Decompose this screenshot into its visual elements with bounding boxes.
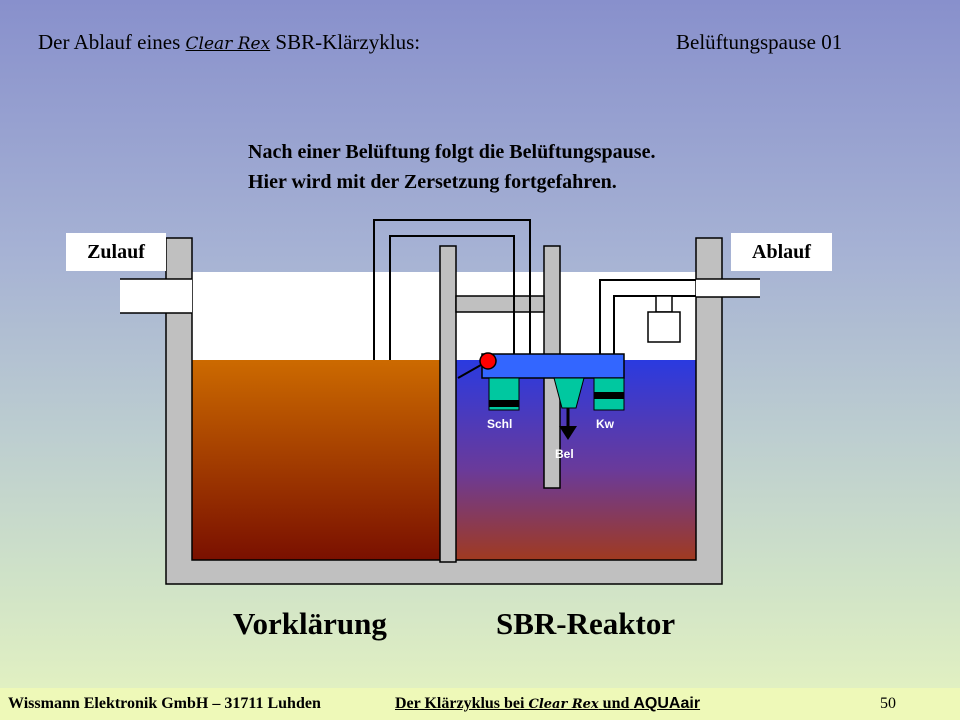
clear-water-pump-label: Kw bbox=[596, 417, 614, 431]
description-line-2: Hier wird mit der Zersetzung fortgefahre… bbox=[248, 171, 617, 193]
footer-brand-logo: Clear Rex bbox=[528, 697, 599, 712]
crossbar bbox=[455, 295, 545, 313]
footer-subtitle: Der Klärzyklus bei Clear Rex und AQUAair bbox=[395, 695, 701, 712]
level-sensor-label: NIV1 bbox=[468, 326, 498, 341]
level-sensor-dot bbox=[479, 352, 497, 370]
aeration-unit bbox=[553, 377, 585, 440]
description-line-1: Nach einer Belüftung folgt die Belüftung… bbox=[248, 141, 656, 163]
phase-title: Belüftungspause 01 bbox=[676, 30, 843, 54]
inflow-label: Zulauf bbox=[66, 233, 166, 271]
aeration-arrow bbox=[559, 426, 577, 440]
transfer-pipes bbox=[373, 219, 531, 360]
aeration-label: Bel bbox=[555, 447, 574, 461]
brand-logo: Clear Rex bbox=[185, 34, 271, 54]
tank-outer-wall bbox=[165, 237, 723, 585]
page-number: 50 bbox=[880, 695, 896, 712]
clear-water-pump bbox=[593, 377, 625, 411]
footer-company: Wissmann Elektronik GmbH – 31711 Luhden bbox=[8, 695, 321, 712]
outflow-pipe bbox=[696, 278, 760, 298]
footer-bar bbox=[0, 688, 960, 720]
pre-clarifier-sludge bbox=[192, 360, 440, 560]
inflow-pipe bbox=[120, 278, 192, 314]
float-switch bbox=[647, 295, 681, 343]
manifold bbox=[481, 353, 625, 379]
description: Nach einer Belüftung folgt die Belüftung… bbox=[248, 137, 655, 197]
slide-title: Der Ablauf eines Clear Rex SBR-Klärzyklu… bbox=[38, 30, 421, 54]
sludge-pump bbox=[488, 377, 520, 411]
sbr-reactor-label: SBR-Reaktor bbox=[496, 606, 676, 641]
divider-wall bbox=[439, 245, 457, 563]
pre-clarifier-label: Vorklärung bbox=[233, 606, 387, 641]
sludge-pump-label: Schl bbox=[487, 417, 513, 431]
outflow-label: Ablauf bbox=[731, 233, 832, 271]
